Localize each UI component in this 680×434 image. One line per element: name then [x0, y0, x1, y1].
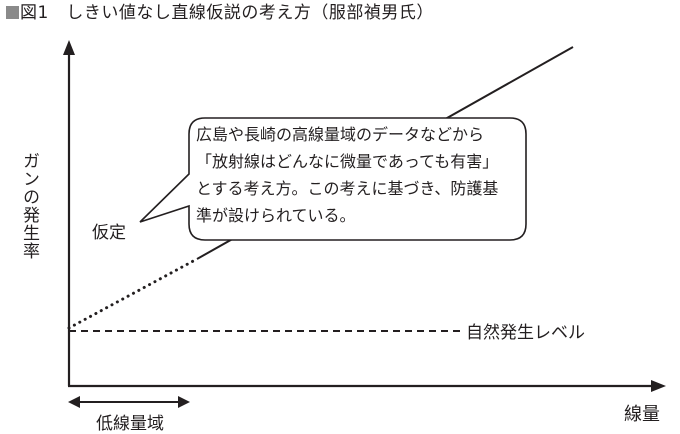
callout-line: 広島や長崎の高線量域のデータなどから — [196, 125, 485, 144]
callout-line: 準が設けられている。 — [196, 206, 356, 225]
x-axis-label: 線量 — [624, 404, 660, 425]
callout-text: 広島や長崎の高線量域のデータなどから 「放射線はどんなに微量であっても有害」 と… — [196, 121, 526, 229]
hypothesis-label: 仮定 — [92, 223, 126, 243]
title-square-icon — [6, 6, 19, 19]
natural-level-label: 自然発生レベル — [466, 323, 585, 343]
callout-line: 「放射線はどんなに微量であっても有害」 — [196, 152, 499, 171]
callout-line: とする考え方。この考えに基づき、防護基 — [196, 179, 499, 198]
low-dose-arrowhead-right — [178, 396, 190, 408]
figure-title-text: 図1 しきい値なし直線仮説の考え方（服部禎男氏） — [20, 3, 434, 23]
low-dose-region-label: 低線量域 — [96, 414, 164, 434]
figure-title: 図1 しきい値なし直線仮説の考え方（服部禎男氏） — [6, 2, 434, 24]
y-axis-arrowhead — [63, 40, 75, 55]
x-axis-arrowhead — [651, 380, 666, 392]
low-dose-arrowhead-left — [68, 396, 80, 408]
y-axis-label: ガンの発生率 — [19, 152, 39, 260]
callout-bubble — [139, 117, 527, 241]
hypothesis-dotted-line — [67, 257, 199, 330]
